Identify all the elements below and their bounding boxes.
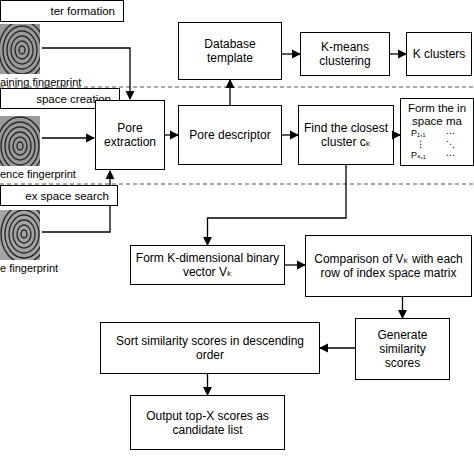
node-text: ex space search: [25, 189, 109, 203]
node-text: K-means clustering: [305, 40, 385, 68]
node-text: K clusters: [413, 47, 466, 61]
band-header: ter formation: [0, 0, 124, 22]
process-box: Form K-dimensional binary vector Vₖ: [130, 245, 285, 285]
flow-arrow: [394, 134, 400, 135]
matrix-cell: P₁,₁: [411, 128, 426, 138]
process-box: K clusters: [406, 32, 472, 76]
matrix-cell: Pₛ,₁: [411, 150, 426, 160]
node-text: Comparison of Vₖ with each row of index …: [310, 252, 467, 280]
node-text: Output top-X scores as candidate list: [135, 409, 280, 437]
node-text: Pore descriptor: [189, 128, 270, 142]
process-box: Sort similarity scores in descending ord…: [100, 322, 320, 374]
process-box: Pore extraction: [95, 100, 165, 170]
matrix-cell: ⋮: [416, 139, 425, 149]
process-box: K-means clustering: [300, 32, 390, 76]
node-text: Form K-dimensional binary vector Vₖ: [135, 251, 280, 279]
flow-arrow: [207, 374, 208, 395]
process-box: Find the closest cluster cₖ: [298, 105, 394, 165]
node-text: Database template: [183, 37, 277, 65]
node-text: ter formation: [50, 4, 115, 18]
process-box: Generate similarity scores: [355, 318, 450, 380]
flow-arrow: [285, 264, 305, 265]
flow-arrow: [320, 347, 355, 348]
process-box: Output top-X scores as candidate list: [130, 395, 285, 450]
flow-arrow: [390, 53, 406, 54]
node-text: Sort similarity scores in descending ord…: [105, 334, 315, 362]
process-box: Database template: [178, 22, 282, 80]
flow-arrow: [402, 297, 403, 318]
process-box: Comparison of Vₖ with each row of index …: [305, 235, 472, 297]
node-text: Find the closest cluster cₖ: [303, 121, 389, 149]
flow-arrow: [282, 134, 298, 135]
image-caption: e fingerprint: [0, 262, 58, 275]
fingerprint-image: [0, 205, 47, 263]
image-caption: ence fingerprint: [0, 168, 76, 181]
matrix-cell: ⋱: [446, 139, 455, 149]
band-header: ex space search: [0, 185, 118, 206]
input-arrow: [42, 137, 94, 138]
image-caption: aining fingerprint: [0, 76, 81, 89]
flow-arrow: [165, 134, 178, 135]
matrix-cell: ⋯: [446, 150, 455, 160]
flow-arrow: [229, 80, 230, 105]
node-text: Pore extraction: [100, 121, 160, 149]
flow-arrow: [208, 165, 347, 245]
process-box: Pore descriptor: [178, 105, 282, 165]
node-text: Generate similarity scores: [360, 328, 445, 370]
matrix-cell: ⋯: [446, 128, 455, 138]
fingerprint-image: [0, 21, 45, 79]
fingerprint-image: [0, 116, 43, 175]
flow-arrow: [282, 53, 300, 54]
node-text: Form the in space ma: [405, 102, 469, 128]
